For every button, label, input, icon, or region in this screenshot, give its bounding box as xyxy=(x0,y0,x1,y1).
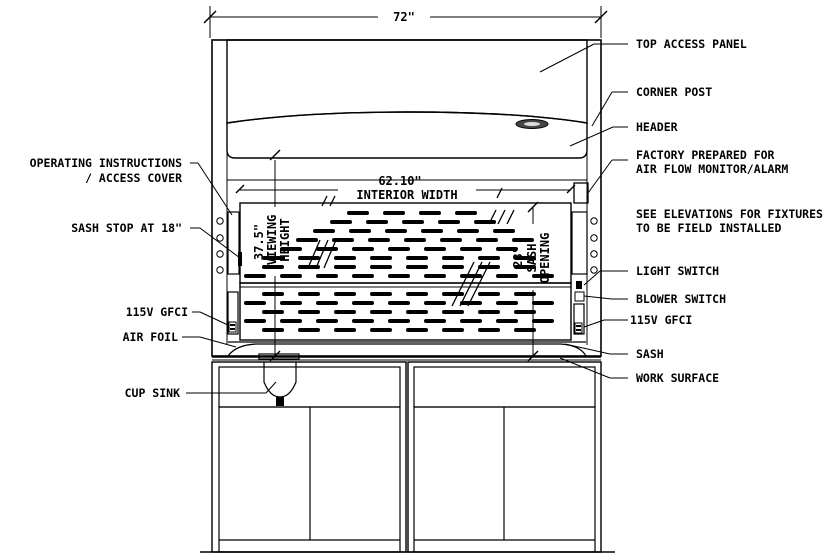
label-sash-stop: SASH STOP AT 18" xyxy=(71,221,182,235)
label-corner-post: CORNER POST xyxy=(636,85,712,99)
label-gfci-right: 115V GFCI xyxy=(630,313,692,327)
label-air-flow-monitor: AIR FLOW MONITOR/ALARM xyxy=(636,162,788,176)
label-top-access-panel: TOP ACCESS PANEL xyxy=(636,37,747,51)
left-callout-labels: OPERATING INSTRUCTIONS / ACCESS COVER SA… xyxy=(30,156,188,400)
gfci-right-outlet xyxy=(573,303,585,335)
right-callout-leaders xyxy=(539,43,628,379)
interior-width-value: 62.10" xyxy=(378,174,421,188)
sash-perforation-lower xyxy=(244,292,554,332)
sash xyxy=(239,187,572,341)
left-callout-leaders xyxy=(182,162,277,394)
viewing-height-value: 37.5" xyxy=(252,224,266,260)
right-components xyxy=(571,182,598,335)
label-sash: SASH xyxy=(636,347,664,361)
blower-switch xyxy=(574,291,585,302)
label-air-foil: AIR FOIL xyxy=(123,330,178,344)
sash-opening-label-2: OPENING xyxy=(538,233,552,284)
sash-opening-value: 28" xyxy=(511,246,525,268)
air-foil-and-work-surface xyxy=(212,341,601,361)
label-factory-prepared: FACTORY PREPARED FOR xyxy=(636,148,775,162)
access-cover xyxy=(227,211,240,275)
label-see-elevations: SEE ELEVATIONS FOR FIXTURES xyxy=(636,207,823,221)
label-light-switch: LIGHT SWITCH xyxy=(636,264,719,278)
interior-width-label: INTERIOR WIDTH xyxy=(356,188,457,202)
label-operating-instructions: OPERATING INSTRUCTIONS xyxy=(30,156,182,170)
gfci-left-outlet xyxy=(227,291,239,335)
overall-width-text: 72" xyxy=(393,10,415,24)
label-work-surface: WORK SURFACE xyxy=(636,371,719,385)
label-header: HEADER xyxy=(636,120,678,134)
label-blower-switch: BLOWER SWITCH xyxy=(636,292,726,306)
sash-opening-label-1: SASH xyxy=(525,244,539,273)
top-access-panel xyxy=(226,39,588,124)
right-callout-labels: TOP ACCESS PANEL CORNER POST HEADER FACT… xyxy=(630,37,823,385)
viewing-height-label-2: HEIGHT xyxy=(278,218,292,261)
left-components xyxy=(216,211,242,335)
interior-width-dimension: 62.10" INTERIOR WIDTH xyxy=(235,174,576,202)
sash-perforation-upper xyxy=(244,211,554,278)
label-gfci-left: 115V GFCI xyxy=(126,305,188,319)
air-foil xyxy=(227,343,587,357)
sash-opening-dimension: 28" SASH OPENING xyxy=(511,201,552,362)
glass-reflection-marks xyxy=(307,187,515,307)
overall-width-dimension: 72" xyxy=(203,6,608,38)
viewing-height-dimension: 37.5" VIEWING HEIGHT xyxy=(252,149,292,362)
hood-structure xyxy=(211,39,602,357)
header-panel xyxy=(226,111,588,159)
label-access-cover: / ACCESS COVER xyxy=(85,171,182,185)
base-cabinets xyxy=(200,361,615,553)
air-flow-monitor xyxy=(573,182,589,204)
cup-sink xyxy=(258,353,300,406)
label-cup-sink: CUP SINK xyxy=(125,386,180,400)
light-switch xyxy=(576,281,582,289)
label-to-be-field-installed: TO BE FIELD INSTALLED xyxy=(636,221,781,235)
viewing-height-label-1: VIEWING xyxy=(265,215,279,266)
